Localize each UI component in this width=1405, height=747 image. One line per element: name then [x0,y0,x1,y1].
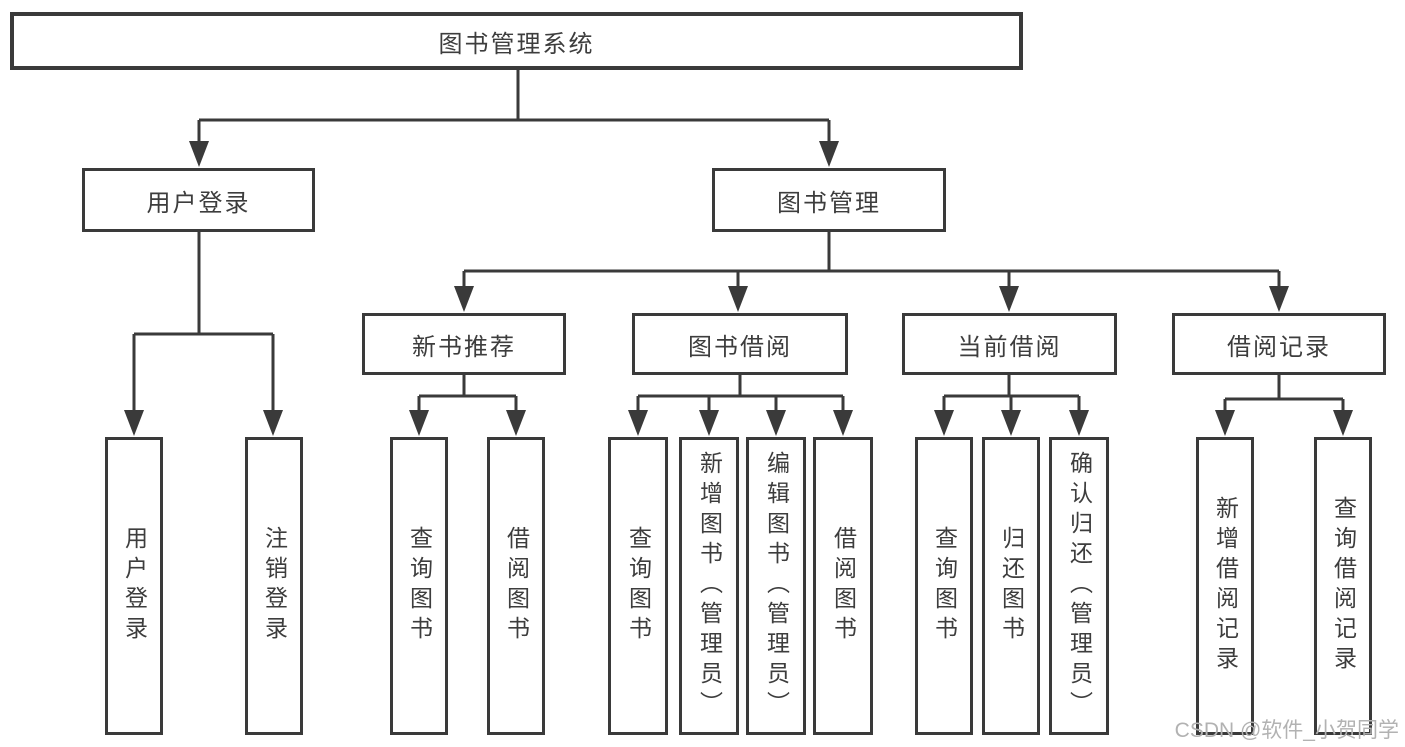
leaf-query-books-borrowing: 查询图书 [608,437,668,735]
leaf-query-books-current: 查询图书 [915,437,973,735]
node-label: 借阅记录 [1227,333,1331,361]
leaf-user-login: 用户登录 [105,437,163,735]
leaf-label: 编辑图书（管理员） [763,451,790,721]
node-user-login: 用户登录 [82,168,315,232]
leaf-borrow-books-borrowing: 借阅图书 [813,437,873,735]
node-book-borrowing: 图书借阅 [632,313,848,375]
node-label: 图书管理系统 [438,30,595,58]
leaf-label: 新增图书（管理员） [696,451,723,721]
node-library-management-system: 图书管理系统 [10,12,1023,70]
leaf-borrow-books-recommend: 借阅图书 [487,437,545,735]
watermark: CSDN @软件_小贺同学 [1174,719,1399,742]
leaf-edit-books-admin: 编辑图书（管理员） [746,437,806,735]
node-book-management: 图书管理 [712,168,946,232]
leaf-query-books-recommend: 查询图书 [390,437,448,735]
leaf-label: 查询图书 [625,526,652,646]
node-label: 图书管理 [777,189,881,217]
leaf-return-books: 归还图书 [982,437,1040,735]
leaf-label: 查询图书 [406,526,433,646]
leaf-label: 借阅图书 [503,526,530,646]
leaf-label: 用户登录 [121,526,148,646]
node-label: 图书借阅 [688,333,792,361]
leaf-label: 归还图书 [998,526,1025,646]
node-label: 用户登录 [146,189,251,217]
leaf-label: 查询图书 [931,526,958,646]
connector-path [132,70,1345,414]
leaf-label: 注销登录 [261,526,288,646]
leaf-label: 借阅图书 [830,526,857,646]
leaf-confirm-return-admin: 确认归还（管理员） [1049,437,1109,735]
leaf-label: 查询借阅记录 [1330,496,1357,676]
node-new-book-recommend: 新书推荐 [362,313,566,375]
leaf-add-books-admin: 新增图书（管理员） [679,437,739,735]
node-borrowing-records: 借阅记录 [1172,313,1386,375]
leaf-query-borrow-record: 查询借阅记录 [1314,437,1372,735]
node-label: 当前借阅 [957,333,1062,361]
leaf-add-borrow-record: 新增借阅记录 [1196,437,1254,735]
node-current-borrowing: 当前借阅 [902,313,1117,375]
node-label: 新书推荐 [412,333,516,361]
leaf-logout: 注销登录 [245,437,303,735]
leaf-label: 确认归还（管理员） [1066,451,1093,721]
leaf-label: 新增借阅记录 [1212,496,1239,676]
